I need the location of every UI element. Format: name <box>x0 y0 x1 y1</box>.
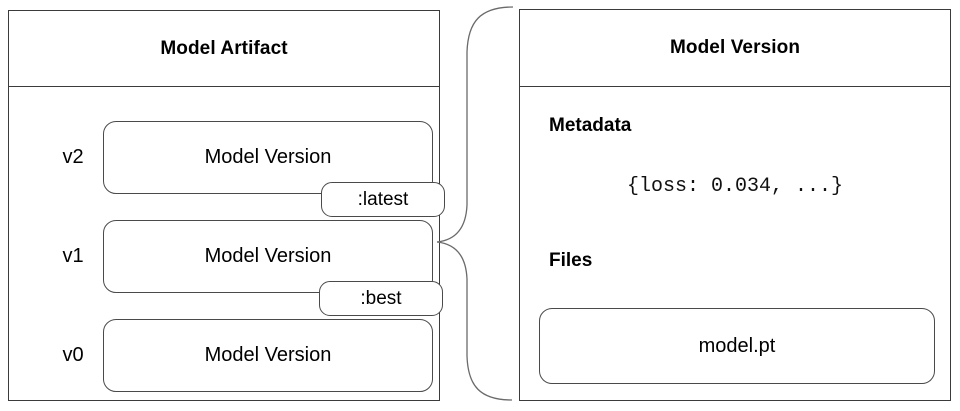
tag-chip-best[interactable]: :best <box>319 281 443 316</box>
tag-chip-latest[interactable]: :latest <box>321 182 445 217</box>
model-version-panel: Model Version Metadata {loss: 0.034, ...… <box>519 9 951 401</box>
model-version-body: Metadata {loss: 0.034, ...} Files model.… <box>520 87 950 400</box>
version-box-v0[interactable]: Model Version <box>103 319 433 392</box>
model-artifact-title: Model Artifact <box>9 11 439 87</box>
version-box-v2[interactable]: Model Version <box>103 121 433 194</box>
files-heading: Files <box>549 250 593 271</box>
version-row-v2: v2 Model Version <box>9 121 439 194</box>
metadata-heading: Metadata <box>549 115 632 136</box>
version-label-v1: v1 <box>62 245 84 267</box>
version-row-v1: v1 Model Version <box>9 220 439 293</box>
version-row-v0: v0 Model Version <box>9 319 439 392</box>
metadata-value: {loss: 0.034, ...} <box>626 175 844 198</box>
model-version-title: Model Version <box>520 10 950 87</box>
file-box-model-pt[interactable]: model.pt <box>539 308 935 384</box>
version-label-v2: v2 <box>62 146 84 168</box>
version-box-v1[interactable]: Model Version <box>103 220 433 293</box>
model-artifact-body: v2 Model Version v1 Model Version v0 Mod… <box>9 87 445 400</box>
model-artifact-panel: Model Artifact v2 Model Version v1 Model… <box>8 10 445 401</box>
version-label-v0: v0 <box>62 344 84 366</box>
